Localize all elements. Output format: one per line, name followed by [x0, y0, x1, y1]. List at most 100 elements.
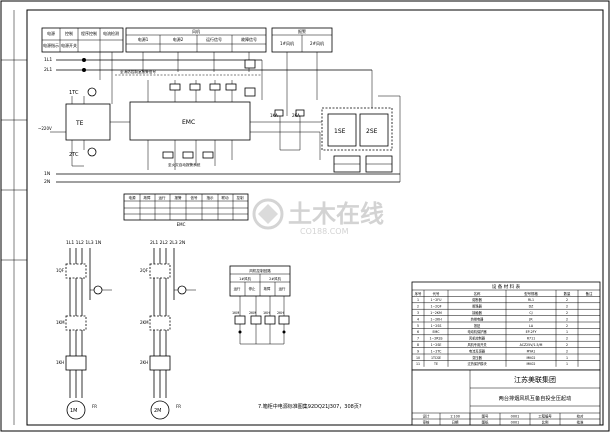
bottom-note: 7.箱柜中电源标准图集92DQ21J307，308页? — [258, 403, 362, 410]
title-block-meta-cell: 工程编号 — [538, 414, 552, 419]
inner-border — [26, 9, 604, 426]
sub-cell-3: 运行信号 — [206, 36, 222, 42]
equipment-cell: 8 — [417, 343, 419, 347]
kh2-label: 2KH — [140, 360, 148, 365]
terminal-2l1: 2L1 — [44, 67, 52, 73]
fan-km-label: 2KM — [249, 311, 256, 315]
equipment-cell: 1~2QF — [430, 305, 441, 309]
terminal-1ka: 1KA — [270, 113, 278, 118]
equipment-cell: 5 — [417, 324, 419, 328]
emc-module — [129, 101, 251, 141]
fan-table-cell: 2#风机 — [269, 276, 281, 281]
tc2-symbol — [87, 147, 97, 157]
bus1-label: 1L1 1L2 1L3 1N — [66, 240, 101, 246]
equipment-cell: 1~2SS — [431, 324, 442, 328]
tc1-symbol — [87, 87, 97, 97]
qf1-label: 1QF — [56, 268, 65, 273]
equipment-cell: 1~2TC — [431, 349, 442, 353]
equipment-cell: 9 — [417, 349, 419, 353]
equipment-header-cell: 名称 — [474, 291, 481, 296]
equipment-cell: ACZ25V/1.5/M — [520, 343, 543, 347]
power-circuit-1: 1L1 1L2 1L3 1N 1M 1QF 1KM 1KH FR — [56, 240, 112, 420]
equipment-cell: 4 — [417, 317, 419, 321]
watermark-main: 土木在线 — [288, 200, 384, 228]
equipment-cell: 2 — [566, 337, 568, 341]
equipment-cell: 1~2KM — [430, 311, 442, 315]
equipment-cell: CJ — [529, 311, 532, 315]
equipment-cell: 过热保护模块 — [467, 361, 487, 366]
se-indicator-tables — [333, 155, 393, 173]
equipment-cell: 2 — [566, 305, 568, 309]
note-fire-alarm: 至火灾自动报警系统 — [168, 162, 201, 167]
lower-table-cell: 故障 — [144, 195, 151, 200]
hdr-cell-power: 电源 — [47, 30, 55, 36]
equipment-cell: 1 — [566, 330, 568, 334]
sub-cell-2: 电源2 — [173, 36, 184, 42]
terminal-2n: 2N — [44, 179, 50, 185]
equipment-cell: 1~2KH — [430, 317, 442, 321]
equipment-cell: 热继电器 — [471, 316, 485, 321]
equipment-cell: 6 — [417, 330, 419, 334]
equipment-header-cell: 型号规格 — [524, 291, 538, 296]
fan-table-cell: 运行 — [234, 286, 241, 291]
lower-table-cell: 电源 — [129, 195, 136, 200]
equipment-header-cell: 数量 — [564, 291, 571, 296]
fan-control-table: 风机控制回路 1#风机 2#风机 运行 停止 故障 运行 1KM 2KM 1KH… — [229, 265, 291, 345]
equipment-cell: 2 — [566, 317, 568, 321]
watermark-logo-icon — [252, 198, 284, 230]
lower-table-cell: 联动 — [222, 195, 229, 200]
lower-table-cell: 报警 — [175, 195, 182, 200]
fan-km-label: 1KM — [232, 311, 239, 315]
title-block-meta-cell: 审核 — [423, 420, 430, 425]
terminal-2ka: 2KA — [292, 113, 300, 118]
equipment-cell: 10 — [416, 356, 420, 360]
km2-label: 2KM — [140, 320, 149, 325]
emc-module-label: EMC — [182, 119, 195, 126]
equipment-cell: LA — [529, 324, 534, 328]
tc1-label: 1TC — [69, 90, 79, 96]
hdr-cell-current: 电流检测 — [103, 30, 119, 36]
company-name: 江苏美联集团 — [514, 375, 556, 384]
equipment-cell: R711 — [527, 337, 535, 341]
km1-label: 1KM — [56, 320, 65, 325]
title-block-meta-cell: 日期 — [452, 420, 459, 425]
equipment-cell: 风机控制器 — [469, 336, 486, 341]
equipment-cell: 2 — [566, 298, 568, 302]
lower-table-cell: 指示 — [207, 195, 214, 200]
watermark-sub: CO188.COM — [300, 227, 349, 236]
terminal-220v: ~220V — [38, 126, 52, 131]
left-binding-strip — [1, 10, 27, 425]
equipment-cell: EP-2FY — [526, 330, 537, 334]
equipment-cell: EMC — [433, 330, 441, 334]
equipment-cell: 风机专用开关 — [467, 342, 487, 347]
hdr-cell-alarm: 报警 — [298, 28, 306, 34]
fan-km-label: 1KH — [263, 311, 270, 315]
terminal-1l1: 1L1 — [44, 57, 52, 63]
fan-table-title: 风机控制回路 — [249, 268, 271, 273]
equipment-cell: 11 — [416, 362, 420, 366]
sub-cell-6: 2#风机 — [310, 40, 324, 46]
fan-km-label: 2KH — [277, 311, 284, 315]
control-header-table: 电源 控制 程序控制 电流检测 风机 报警 电源1 电源2 运行信号 故障信号 … — [41, 27, 333, 53]
title-block-meta-cell: 0001 — [511, 421, 520, 425]
equipment-cell: 3 — [417, 311, 419, 315]
kh1-label: 1KH — [56, 360, 64, 365]
equipment-cell: 1 — [417, 298, 419, 302]
equipment-header-cell: 代号 — [433, 291, 440, 296]
se-unit-1 — [327, 113, 357, 147]
equipment-cell: 接触器 — [472, 310, 482, 315]
equipment-cell: DZ — [529, 305, 534, 309]
equipment-cell: 2 — [566, 349, 568, 353]
bus2-label: 2L1 2L2 2L3 2N — [150, 240, 185, 246]
qf2-label: 2QF — [140, 268, 149, 273]
power-circuit-2: 2L1 2L2 2L3 2N 2M 2QF 2KM 2KH FR — [140, 240, 196, 420]
te-module — [65, 103, 111, 141]
fr1-label: FR — [92, 404, 97, 409]
equipment-cell: TE — [433, 362, 438, 366]
motor-1-label: 1M — [70, 408, 78, 414]
se-unit-2 — [359, 113, 389, 147]
equipment-cell: 按钮 — [474, 323, 481, 328]
equipment-cell: MYA1 — [527, 349, 536, 353]
lower-table-cell: 控制 — [237, 195, 244, 200]
hdr-cell-control: 控制 — [65, 30, 73, 36]
